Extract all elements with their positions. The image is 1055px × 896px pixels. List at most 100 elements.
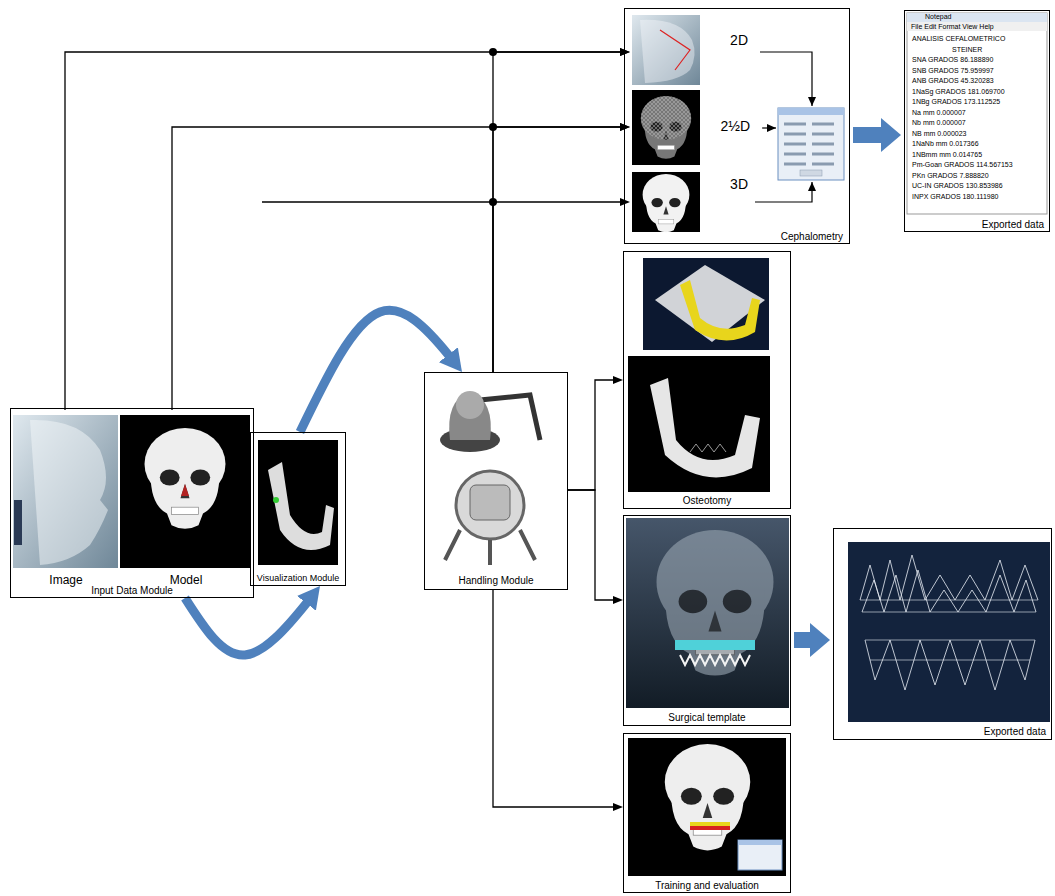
connector (185, 586, 320, 655)
node-label: ANB GRADOS 45.320283 (910, 77, 996, 85)
node-label: Training and evaluation (653, 880, 761, 892)
leader-arrow (760, 52, 812, 106)
node-label: Cephalometry (779, 231, 845, 243)
haptic-devices (470, 485, 510, 520)
leader-arrow (755, 182, 812, 202)
haptic-devices (456, 471, 524, 539)
node-label: Osteotomy (681, 495, 733, 507)
xray-image (30, 420, 108, 565)
training-view (665, 744, 751, 850)
wireframe-export (862, 570, 1036, 612)
osteotomy-view (690, 444, 726, 452)
output-box: NotepadFile Edit Format View HelpANALISI… (904, 10, 1050, 232)
training-view (738, 840, 782, 870)
connector (493, 590, 623, 807)
skull-model (145, 428, 226, 529)
leader-arrow (262, 201, 493, 202)
function-box: Training and evaluation (623, 733, 791, 893)
haptic-devices (445, 530, 535, 565)
wireframe-export (860, 555, 1038, 600)
node-label: Notepad (923, 13, 953, 21)
notepad-window (907, 13, 1047, 214)
surgical-template-view (626, 518, 789, 708)
cephalometry-25d (641, 96, 691, 140)
node-label: NB mm 0.000023 (910, 130, 968, 138)
connector (853, 127, 901, 143)
osteotomy-view (643, 258, 769, 350)
node-label: UC-IN GRADOS 130.853986 (910, 182, 1005, 190)
connector (568, 380, 623, 490)
cephalometry-25d (632, 90, 700, 165)
wireframe-export (860, 600, 1038, 660)
connector (493, 52, 630, 372)
connector (568, 490, 623, 600)
notepad-window (907, 13, 1047, 214)
view-panel: 2D (630, 14, 754, 86)
node-label: ANALISIS CEFALOMETRICO (910, 35, 1007, 43)
mandible-view (258, 440, 338, 565)
measurement-dialog (800, 170, 822, 176)
node-label: Nb mm 0.000007 (910, 119, 968, 127)
view-panel: 3D (630, 170, 754, 234)
node-label: 2½D (718, 118, 752, 134)
output-box: Exported data (833, 528, 1052, 740)
measurement-dialog (784, 124, 834, 164)
node-label: Na mm 0.000007 (910, 109, 968, 117)
osteotomy-view (628, 258, 770, 492)
node-label: 1NBg GRADOS 173.112525 (910, 98, 1002, 106)
node-label: Image (47, 574, 84, 588)
cephalometry-2d (660, 30, 690, 70)
group-box: Cephalometry 2D 2½D 3D (624, 8, 850, 244)
skull-model (120, 415, 250, 568)
xray-image (14, 500, 22, 545)
haptic-devices (440, 391, 540, 565)
notepad-window (907, 22, 1047, 31)
node-label: 1NaSg GRADOS 181.069700 (910, 88, 1007, 96)
node-label: STEINER (950, 46, 984, 54)
node-label: Handling Module (456, 575, 535, 587)
node-label: Pm-Goan GRADOS 114.567153 (910, 161, 1015, 169)
cephalometry-2d (632, 15, 700, 85)
xray-image (13, 415, 118, 568)
node-label: Exported data (982, 726, 1048, 738)
osteotomy-view (628, 356, 770, 492)
surgical-template-view (657, 530, 774, 676)
notepad-window (907, 13, 1047, 22)
connector (493, 202, 630, 372)
module-box: Visualization Module (250, 432, 346, 586)
model-panel: Model (120, 410, 252, 588)
node-label: SNA GRADOS 86.188890 (910, 56, 995, 64)
view-panel: 2½D (630, 88, 754, 166)
node-label: Exported data (980, 219, 1046, 231)
cephalometry-3d (632, 172, 700, 232)
surgical-template-view (626, 518, 789, 708)
measurement-dialog (778, 108, 844, 115)
mandible-view (268, 462, 334, 550)
training-view (690, 822, 730, 826)
node-label: INPX GRADOS 180.111980 (910, 193, 1001, 201)
function-box: Osteotomy (623, 251, 791, 509)
osteotomy-view (680, 280, 760, 341)
module-box: Input Data ModuleImageModel (10, 408, 254, 598)
skull-model (181, 484, 189, 496)
measurement-dialog (778, 108, 844, 180)
connector (493, 127, 630, 372)
osteotomy-view (655, 265, 765, 342)
node-label: Model (168, 574, 205, 588)
cephalometry-3d (632, 172, 700, 232)
node-label: 1NBmm mm 0.014765 (910, 151, 984, 159)
function-box: Surgical template (623, 515, 791, 726)
connector (794, 632, 830, 648)
leader-arrow (762, 127, 776, 128)
mandible-view (273, 497, 279, 503)
connector (65, 52, 630, 410)
node-label: Surgical template (666, 712, 747, 724)
cephalometry-2d (632, 15, 700, 85)
measurement-dialog (778, 108, 844, 180)
node-label: 3D (728, 176, 750, 192)
node-label: PKn GRADOS 7.888820 (910, 172, 991, 180)
training-view (690, 826, 730, 830)
cephalometry-3d (643, 174, 690, 232)
